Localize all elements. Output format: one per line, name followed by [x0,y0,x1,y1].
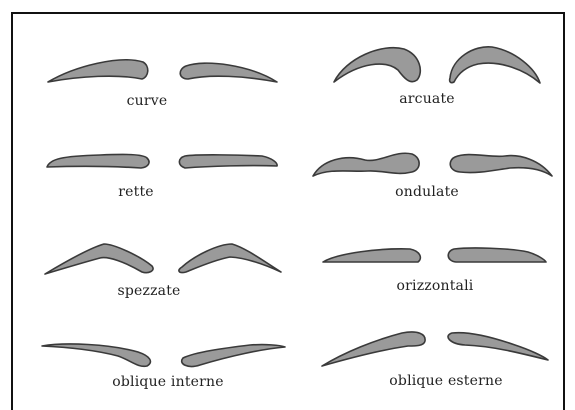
eyebrow-oblique-esterne-left [322,332,425,366]
label-curve: curve [127,93,168,109]
eyebrow-orizzontali-left [323,249,420,262]
label-arcuate: arcuate [399,91,455,107]
label-oblique-esterne: oblique esterne [389,373,502,389]
eyebrow-arcuate-right [450,47,540,83]
label-rette: rette [118,184,154,200]
eyebrow-oblique-esterne-right [448,333,548,360]
eyebrow-curve-left [48,60,148,82]
eyebrow-oblique-interne-left [42,344,150,366]
eyebrow-arcuate-left [334,48,420,82]
eyebrow-ondulate-right [450,155,552,176]
label-ondulate: ondulate [395,184,459,200]
eyebrow-spezzate-left [45,244,153,274]
eyebrow-rette-right [179,155,277,168]
eyebrow-orizzontali-right [448,248,546,262]
eyebrow-ondulate-left [313,153,419,176]
label-spezzate: spezzate [117,283,180,299]
eyebrow-oblique-interne-right [182,345,285,367]
eyebrow-spezzate-right [179,244,281,273]
eyebrow-rette-left [47,154,149,168]
label-orizzontali: orizzontali [397,278,474,294]
eyebrow-curve-right [180,63,277,82]
label-oblique-interne: oblique interne [112,374,223,390]
